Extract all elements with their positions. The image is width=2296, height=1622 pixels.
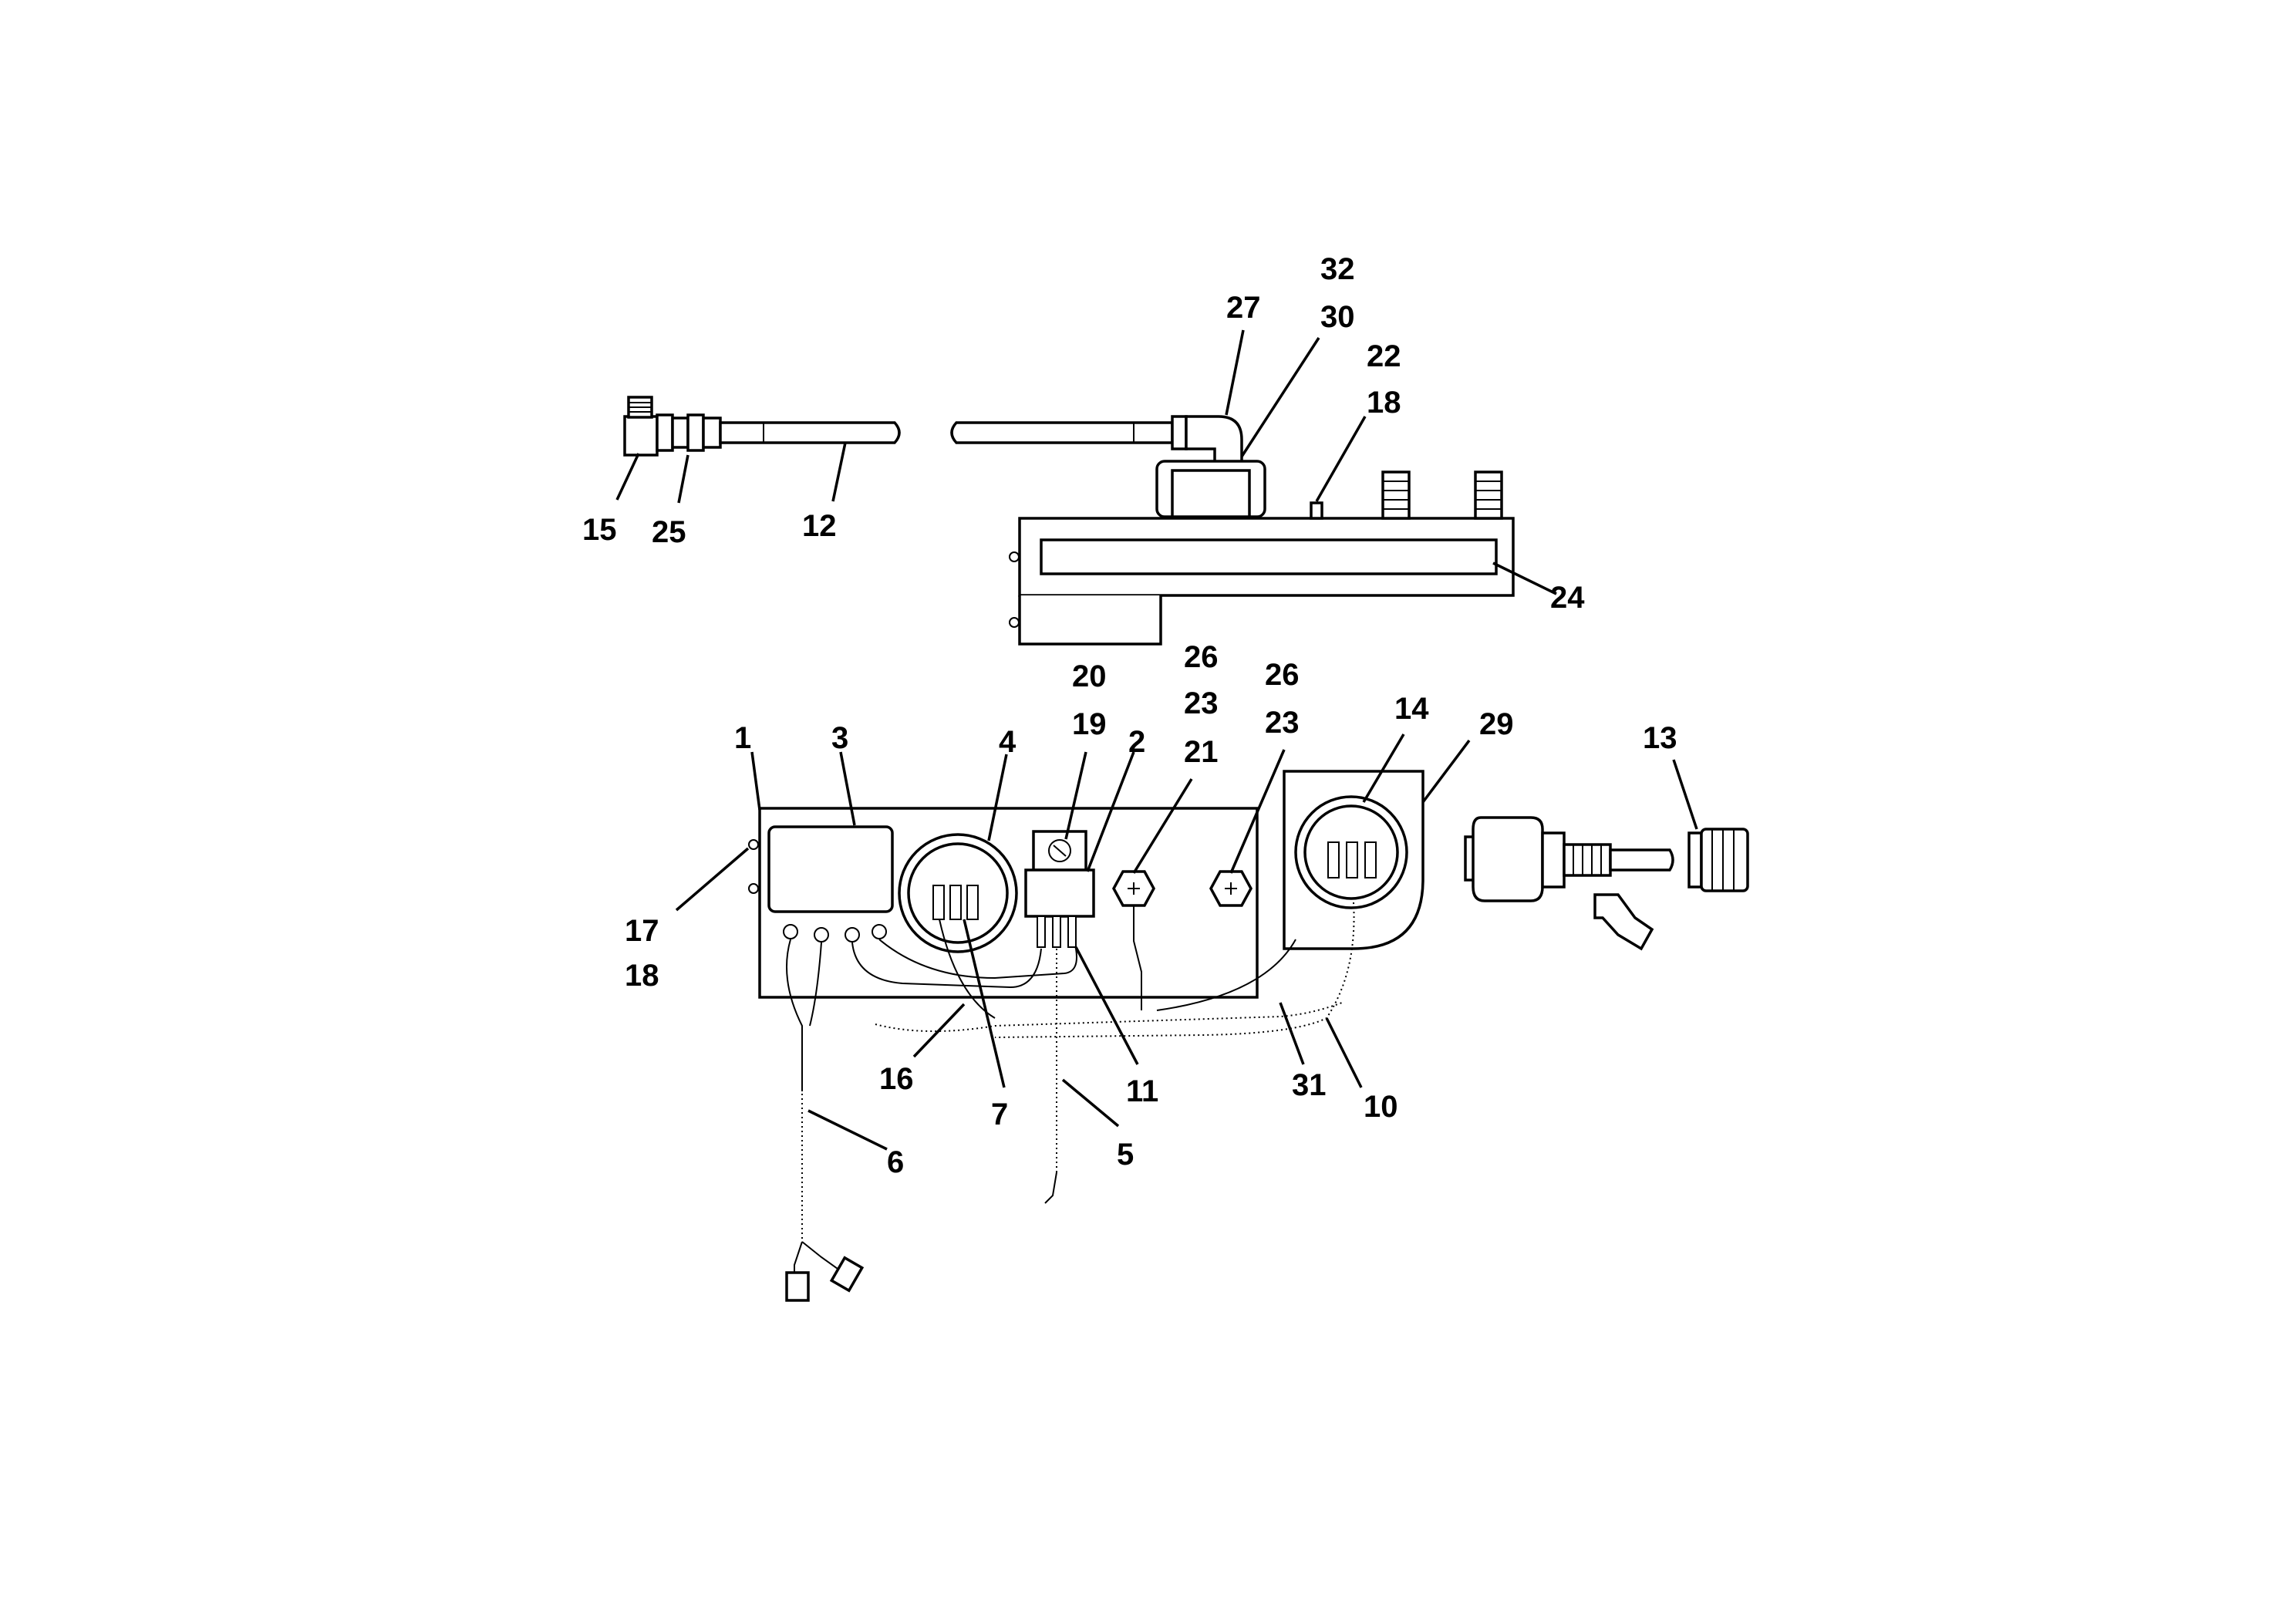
valve-stem-base bbox=[1563, 843, 1612, 877]
callout-2: 2 bbox=[1128, 725, 1145, 759]
orifice-fitting bbox=[1310, 501, 1323, 520]
callout-15: 15 bbox=[582, 513, 617, 547]
callout-20: 20 bbox=[1072, 659, 1107, 693]
callout-25: 25 bbox=[652, 515, 686, 549]
callout-18-bottom: 18 bbox=[625, 959, 659, 993]
switch-body bbox=[1024, 868, 1095, 918]
tube-ferrule bbox=[702, 416, 722, 449]
terminal-block bbox=[767, 825, 894, 913]
callout-26-a: 26 bbox=[1184, 640, 1219, 674]
compression-nut-2 bbox=[671, 416, 689, 449]
burner-stud-right bbox=[1474, 470, 1503, 520]
small-elbow-fitting bbox=[1593, 893, 1654, 951]
tube-nut bbox=[1171, 415, 1188, 450]
burner-stud-left bbox=[1381, 470, 1411, 520]
callout-14: 14 bbox=[1394, 692, 1429, 726]
callout-13: 13 bbox=[1643, 721, 1677, 755]
callout-12: 12 bbox=[802, 509, 837, 543]
callout-18-top: 18 bbox=[1367, 386, 1401, 420]
burner-slot bbox=[1040, 538, 1498, 575]
callout-labels: 32 27 30 22 18 15 25 12 24 26 20 26 23 1… bbox=[582, 252, 1677, 1179]
control-panel-assembly bbox=[748, 770, 1749, 999]
callout-11: 11 bbox=[1126, 1074, 1158, 1108]
callout-1: 1 bbox=[734, 721, 751, 755]
callout-19: 19 bbox=[1072, 707, 1107, 741]
pilot-tube-left bbox=[719, 421, 901, 444]
pilot-tube-assembly bbox=[623, 396, 1515, 646]
compression-nut bbox=[656, 413, 674, 452]
callout-6: 6 bbox=[887, 1145, 904, 1179]
burner-mount-flange bbox=[1018, 595, 1162, 646]
quick-connect-2 bbox=[829, 1256, 865, 1293]
elbow-fitting bbox=[623, 415, 659, 457]
elbow-27 bbox=[1185, 415, 1243, 464]
callout-30: 30 bbox=[1320, 300, 1355, 334]
callout-16: 16 bbox=[879, 1062, 914, 1096]
callout-32: 32 bbox=[1320, 252, 1355, 286]
quick-connect-1 bbox=[785, 1271, 810, 1302]
pilot-tube-right bbox=[950, 421, 1174, 444]
valve-stem bbox=[1609, 848, 1674, 872]
callout-23-b: 23 bbox=[1265, 706, 1300, 740]
leader-lines bbox=[615, 329, 1698, 1151]
gas-valve-body bbox=[1472, 816, 1544, 902]
callout-22: 22 bbox=[1367, 339, 1401, 373]
callout-23-a: 23 bbox=[1184, 686, 1219, 720]
callout-21: 21 bbox=[1184, 735, 1219, 769]
callout-7: 7 bbox=[991, 1098, 1008, 1131]
callout-24: 24 bbox=[1550, 581, 1585, 615]
callout-3: 3 bbox=[831, 721, 848, 755]
thermocouple-nut bbox=[1687, 831, 1703, 889]
thermocouple-adapter bbox=[1700, 828, 1749, 892]
callout-10: 10 bbox=[1364, 1090, 1398, 1124]
valve-coupling bbox=[1541, 831, 1566, 889]
callout-17: 17 bbox=[625, 914, 659, 948]
callout-29: 29 bbox=[1479, 707, 1514, 741]
callout-27: 27 bbox=[1226, 291, 1261, 325]
callout-5: 5 bbox=[1117, 1138, 1134, 1172]
callout-4: 4 bbox=[999, 725, 1017, 759]
callout-31: 31 bbox=[1292, 1068, 1327, 1102]
pilot-burner-head bbox=[1171, 469, 1251, 518]
compression-nut-3 bbox=[686, 413, 705, 452]
callout-26-b: 26 bbox=[1265, 658, 1300, 692]
